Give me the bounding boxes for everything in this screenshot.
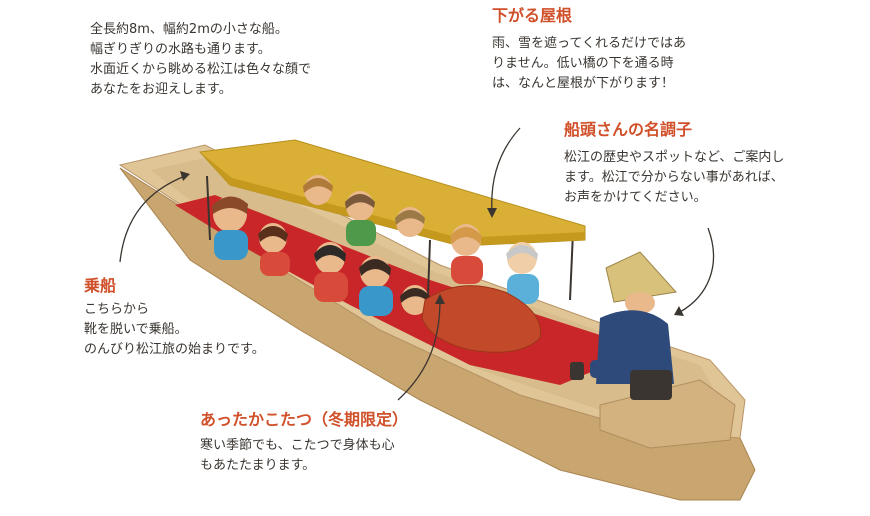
boarding-text: こちらから 靴を脱いで乗船。 のんびり松江旅の始まりです。 — [84, 302, 265, 357]
boatman-title: 船頭さんの名調子 — [564, 120, 693, 139]
roof-post — [427, 239, 431, 296]
boatman-arrow — [679, 227, 715, 313]
passengers — [212, 175, 539, 316]
boarding-arrow-head — [180, 171, 190, 181]
roof-text: 雨、雪を遮ってくれるだけではあ りません。低い橋の下を通る時 は、なんと屋根が下… — [492, 36, 686, 91]
roof-post — [569, 231, 574, 301]
kotatsu-title: あったかこたつ（冬期限定） — [200, 410, 409, 429]
kotatsu-arrow-head — [435, 294, 445, 304]
boarding-arrow — [119, 175, 186, 263]
boat-roof-edge — [200, 152, 585, 246]
roof-post — [206, 175, 211, 241]
roof-title: 下がる屋根 — [492, 6, 573, 25]
intro-text: 全長約8m、幅約2mの小さな船。 幅ぎりぎりの水路も通ります。 水面近くから眺め… — [90, 22, 312, 97]
boatman-arrow-head — [674, 306, 684, 316]
boarding-title: 乗船 — [84, 276, 117, 295]
kotatsu-text: 寒い季節でも、こたつで身体も心 もあたたまります。 — [200, 438, 395, 473]
boatman-text: 松江の歴史やスポットなど、ご案内し ます。松江で分からない事があれば、 お声をか… — [564, 150, 785, 205]
kotatsu-arrow — [397, 299, 441, 401]
kotatsu-table — [421, 285, 542, 353]
boatman-figure — [570, 251, 677, 400]
roof-arrow — [491, 127, 521, 213]
roof-arrow-head — [487, 208, 497, 218]
